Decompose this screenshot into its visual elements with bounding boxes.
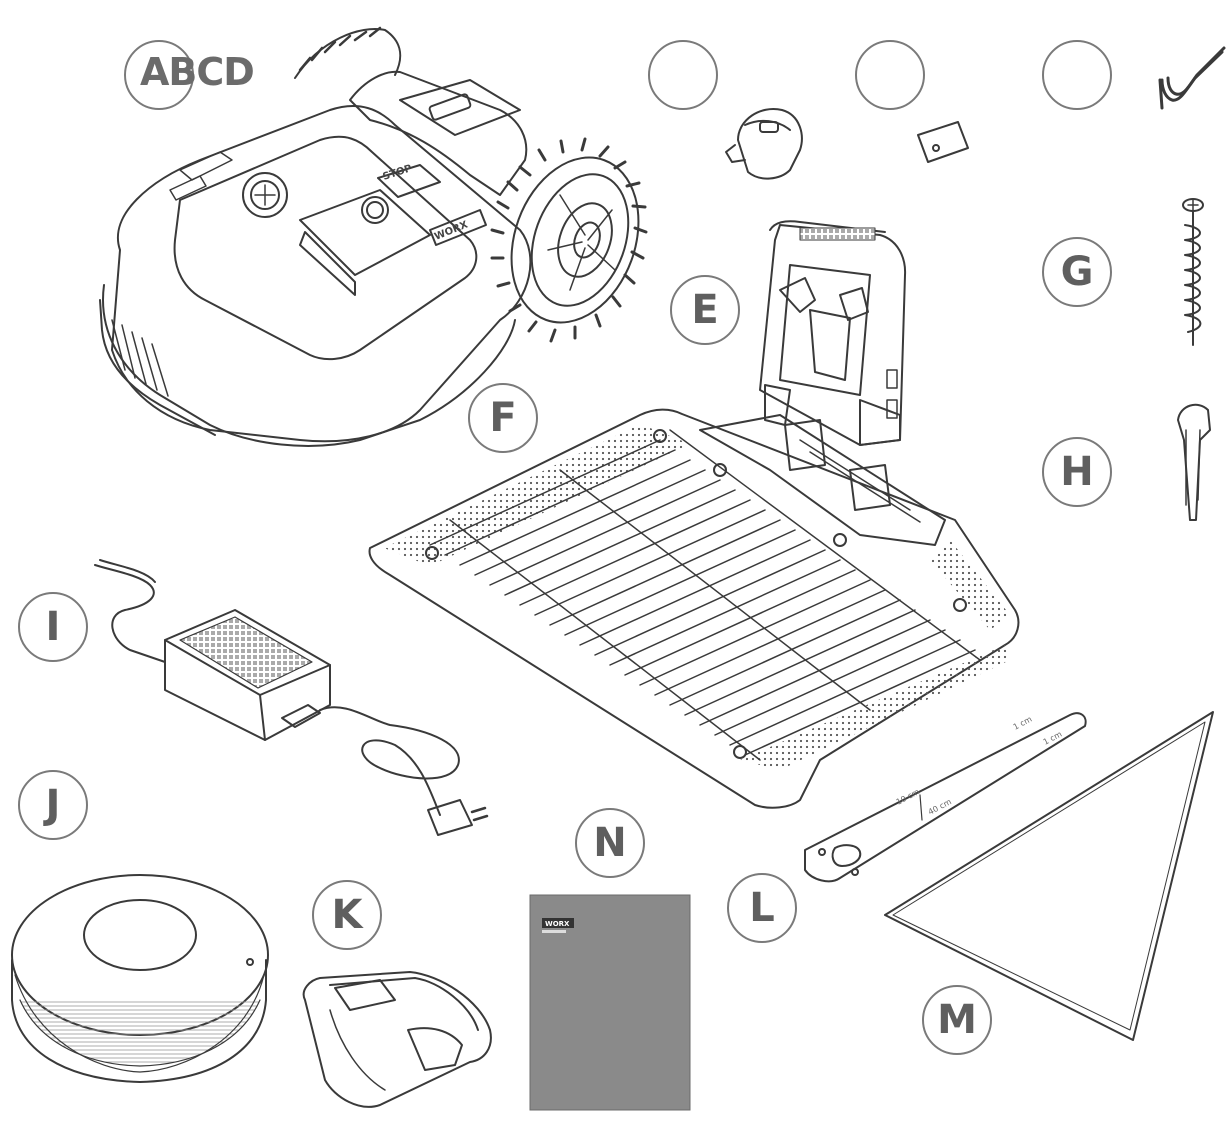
charging-base-plate: [368, 408, 1020, 809]
label-f: F: [468, 383, 538, 453]
ruler: 10 cm 40 cm 1 cm 1 cm: [804, 712, 1087, 883]
battery-pack: [302, 971, 492, 1108]
allen-key: [1158, 46, 1226, 110]
wire-connector: [725, 108, 803, 180]
user-manual: WORX: [529, 894, 691, 1111]
svg-text:1 cm: 1 cm: [1042, 729, 1064, 746]
manual-brand-text: WORX: [545, 920, 570, 928]
charging-station-screw: [1182, 198, 1204, 346]
label-l: L: [727, 873, 797, 943]
robotic-mower: [99, 26, 648, 447]
label-circle-empty-blade: [855, 40, 925, 110]
charging-station: [759, 220, 907, 446]
power-supply: [94, 559, 489, 836]
label-j: J: [18, 770, 88, 840]
svg-text:1 cm: 1 cm: [1012, 714, 1034, 731]
label-circle-empty-connector: [648, 40, 718, 110]
boundary-wire-spool: [11, 874, 269, 1083]
label-i: I: [18, 592, 88, 662]
svg-text:10 cm: 10 cm: [895, 787, 921, 807]
label-k: K: [312, 880, 382, 950]
label-g: G: [1042, 237, 1112, 307]
distance-template-triangle: [884, 711, 1214, 1041]
label-h: H: [1042, 437, 1112, 507]
label-circle-empty-allen-key: [1042, 40, 1112, 110]
svg-text:40 cm: 40 cm: [927, 797, 953, 817]
spare-blade: [917, 121, 969, 163]
label-n: N: [575, 808, 645, 878]
label-circle-abcd: [124, 40, 194, 110]
label-m: M: [922, 985, 992, 1055]
boundary-peg: [1177, 403, 1211, 521]
label-abcd: ABCD: [140, 50, 255, 94]
label-e: E: [670, 275, 740, 345]
